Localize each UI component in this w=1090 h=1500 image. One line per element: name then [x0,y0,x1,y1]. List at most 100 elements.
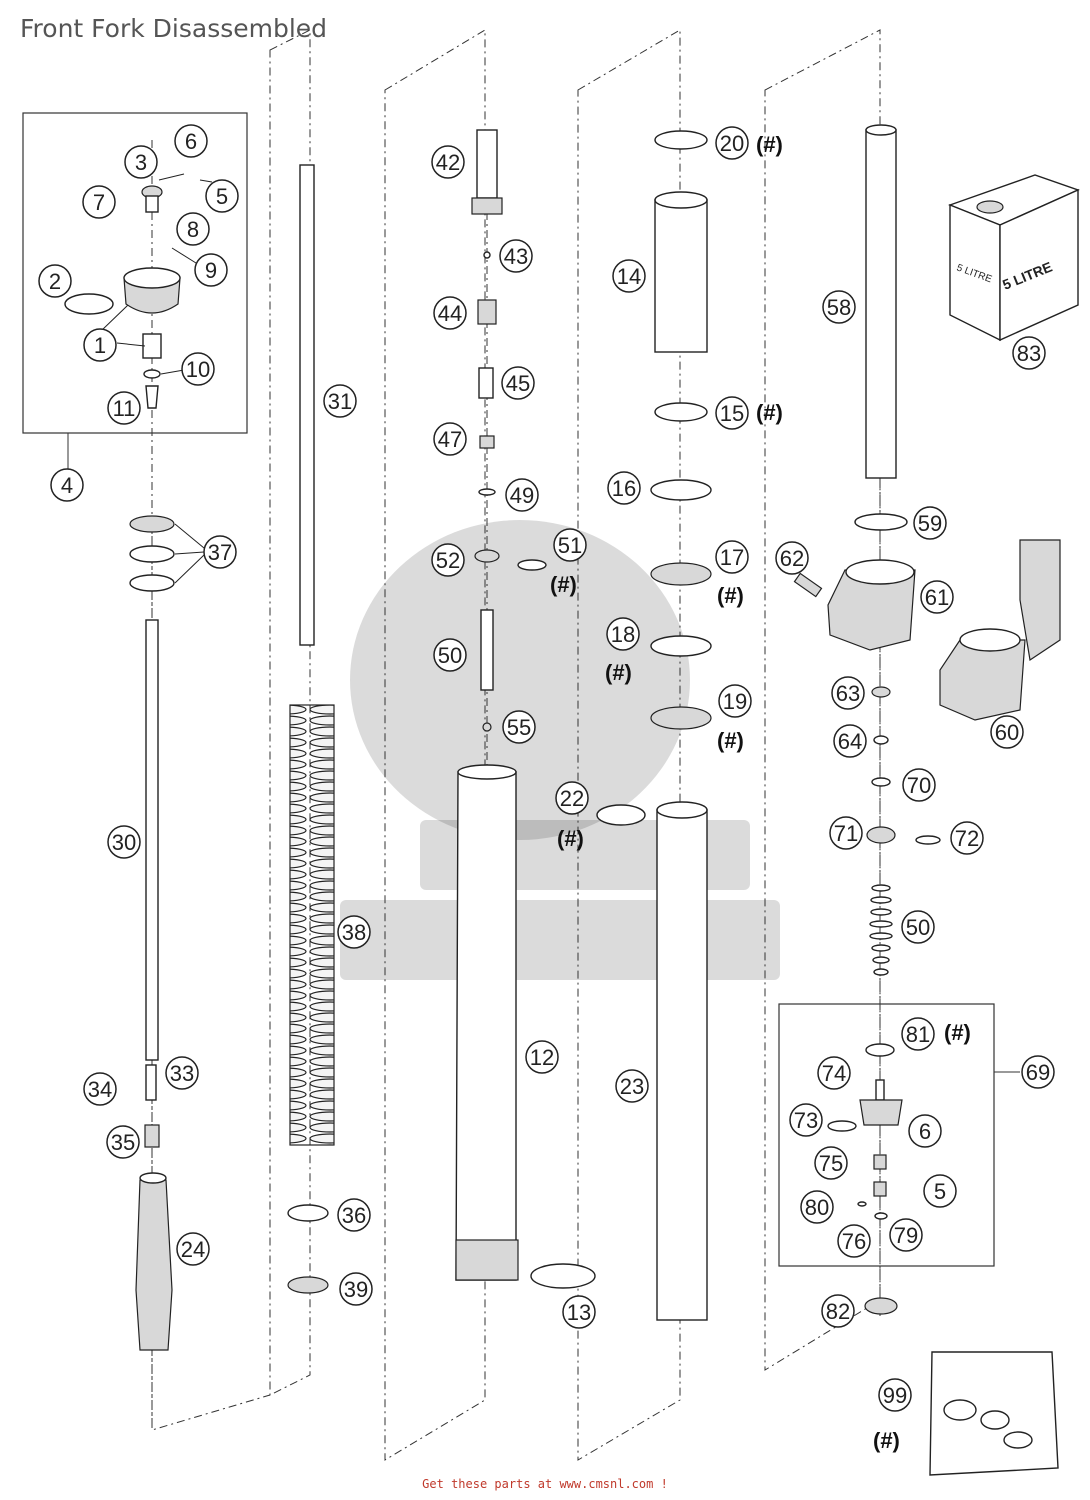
callout-58[interactable]: 58 [822,290,856,324]
washer-39[interactable] [287,1276,329,1294]
axle-clamp-61[interactable] [827,559,916,651]
callout-22[interactable]: 22 [555,781,589,815]
callout-81[interactable]: 81 [901,1017,935,1051]
callout-8[interactable]: 8 [176,212,210,246]
callout-2[interactable]: 2 [38,264,72,298]
callout-62[interactable]: 62 [775,541,809,575]
callout-19[interactable]: 19 [718,684,752,718]
fork-cap-assembly[interactable] [64,185,181,409]
base-valve-69[interactable] [827,1043,903,1220]
piston-rod-31[interactable] [299,164,315,646]
callout-63[interactable]: 63 [831,676,865,710]
callout-12[interactable]: 12 [525,1040,559,1074]
callout-17[interactable]: 17 [715,540,749,574]
callout-20[interactable]: 20 [715,126,749,160]
callout-50[interactable]: 50 [433,638,467,672]
callout-18[interactable]: 18 [606,617,640,651]
callout-55[interactable]: 55 [502,710,536,744]
callout-1[interactable]: 1 [83,328,117,362]
callout-72[interactable]: 72 [950,821,984,855]
callout-74[interactable]: 74 [817,1056,851,1090]
callout-42[interactable]: 42 [431,145,465,179]
callout-99[interactable]: 99 [878,1378,912,1412]
callout-64[interactable]: 64 [833,724,867,758]
callout-35[interactable]: 35 [106,1125,140,1159]
callout-59[interactable]: 59 [913,506,947,540]
callout-10[interactable]: 10 [181,352,215,386]
dust-seal-19[interactable] [650,706,712,730]
callout-51[interactable]: 51 [553,528,587,562]
callout-3[interactable]: 3 [124,145,158,179]
callout-73[interactable]: 73 [789,1103,823,1137]
footer-link[interactable]: Get these parts at www.cmsnl.com ! [422,1477,668,1491]
callout-36[interactable]: 36 [337,1198,371,1232]
seal-17[interactable] [650,562,712,586]
axle-clamp-60[interactable] [939,539,1061,721]
callout-15[interactable]: 15 [715,396,749,430]
callout-13[interactable]: 13 [562,1295,596,1329]
callout-52[interactable]: 52 [431,543,465,577]
callout-5[interactable]: 5 [923,1174,957,1208]
inner-tube-12[interactable] [455,764,519,1281]
washer-36[interactable] [287,1204,329,1222]
callout-33[interactable]: 33 [165,1056,199,1090]
callout-14[interactable]: 14 [612,259,646,293]
callout-6[interactable]: 6 [174,124,208,158]
callout-69[interactable]: 69 [1021,1055,1055,1089]
callout-34[interactable]: 34 [83,1072,117,1106]
callout-76[interactable]: 76 [837,1224,871,1258]
seal-82[interactable] [864,1297,898,1315]
callout-label: 47 [438,427,462,452]
callout-5[interactable]: 5 [205,179,239,213]
tube-58[interactable] [865,124,897,479]
valve-stack-42-55[interactable] [471,129,547,732]
callout-24[interactable]: 24 [176,1232,210,1266]
callout-6[interactable]: 6 [908,1114,942,1148]
washers-37[interactable] [129,515,175,592]
bushing-15[interactable] [654,402,708,422]
cartridge-24[interactable] [135,1172,173,1351]
valve-parts-63-71[interactable] [866,686,941,845]
callout-38[interactable]: 38 [337,915,371,949]
callout-71[interactable]: 71 [829,816,863,850]
callout-7[interactable]: 7 [82,185,116,219]
callout-4[interactable]: 4 [50,468,84,502]
callout-30[interactable]: 30 [107,825,141,859]
callout-43[interactable]: 43 [499,239,533,273]
callout-49[interactable]: 49 [505,478,539,512]
oil-can-83[interactable]: 5 LITRE 5 LITRE [948,174,1080,342]
callout-11[interactable]: 11 [107,391,141,425]
callout-79[interactable]: 79 [889,1218,923,1252]
o-ring-59[interactable] [854,513,908,531]
callout-47[interactable]: 47 [433,422,467,456]
clip-18[interactable] [650,635,712,657]
callout-70[interactable]: 70 [902,768,936,802]
callout-60[interactable]: 60 [990,715,1024,749]
callout-83[interactable]: 83 [1012,336,1046,370]
callout-37[interactable]: 37 [203,535,237,569]
callout-61[interactable]: 61 [920,580,954,614]
outer-tube-23[interactable] [656,801,708,1321]
spring-38[interactable] [289,704,335,1146]
washer-16[interactable] [650,479,712,501]
parts-33-35[interactable] [144,1064,160,1148]
callout-75[interactable]: 75 [814,1146,848,1180]
callout-45[interactable]: 45 [501,366,535,400]
callout-23[interactable]: 23 [615,1069,649,1103]
callout-80[interactable]: 80 [800,1190,834,1224]
callout-39[interactable]: 39 [339,1272,373,1306]
bushing-22[interactable] [596,804,646,826]
shim-stack-50-right[interactable] [869,884,893,976]
callout-50[interactable]: 50 [901,910,935,944]
o-ring-13[interactable] [530,1263,596,1289]
callout-9[interactable]: 9 [194,253,228,287]
callout-44[interactable]: 44 [433,296,467,330]
callout-82[interactable]: 82 [821,1294,855,1328]
parts-bag-99[interactable] [929,1351,1059,1476]
callout-16[interactable]: 16 [607,471,641,505]
bushing-20[interactable] [654,130,708,150]
damper-rod-30[interactable] [145,619,159,1061]
callout-31[interactable]: 31 [323,384,357,418]
bolt-62[interactable] [793,572,823,598]
sleeve-14[interactable] [654,191,708,353]
